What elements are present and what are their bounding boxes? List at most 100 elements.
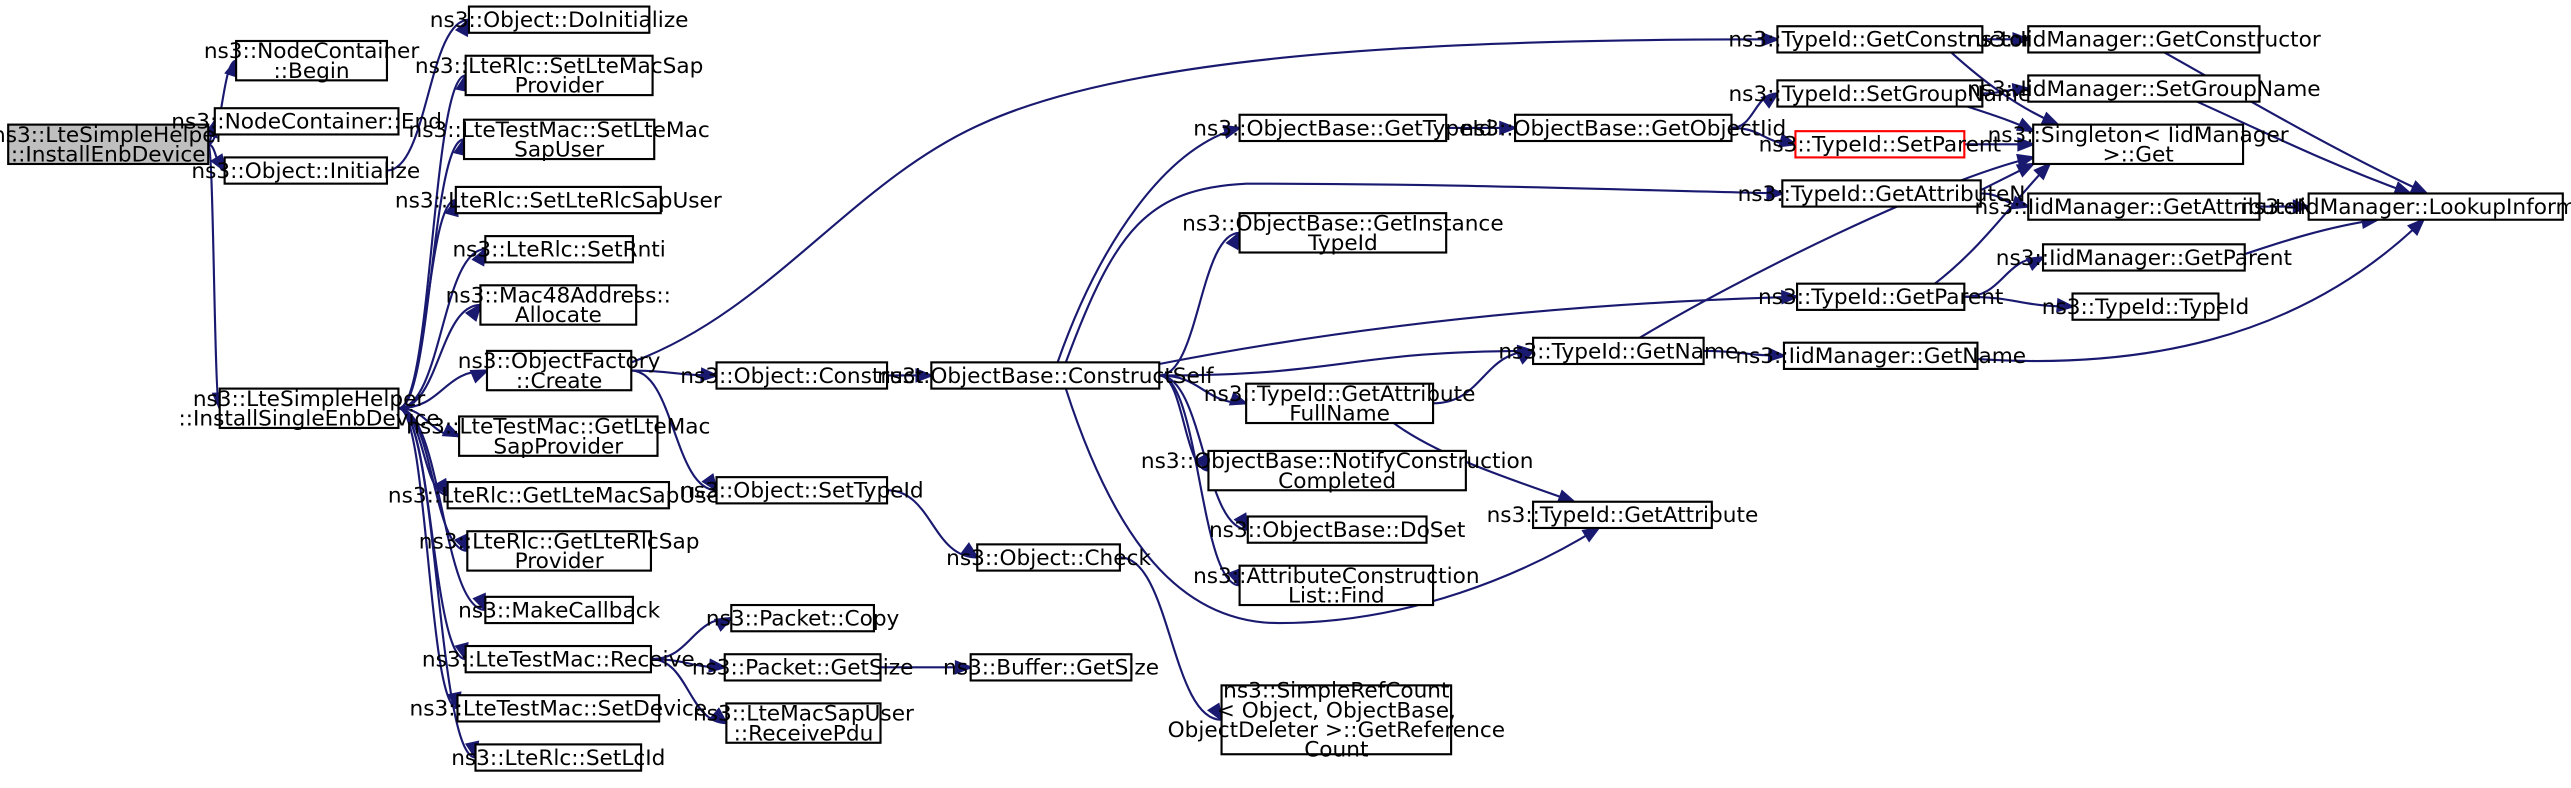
function-node[interactable]: ns3::LteRlc::SetLcId: [451, 743, 665, 772]
node-box: [464, 644, 653, 674]
node-box: [2027, 25, 2261, 54]
arrow-head: [2409, 180, 2430, 195]
node-label: ns3::LteTestMac::GetLteMac: [406, 415, 710, 440]
function-node[interactable]: ns3::IidManager::GetName: [1735, 341, 2026, 370]
function-node[interactable]: ns3::TypeId::GetAttribute: [1487, 500, 1759, 530]
node-box: [1776, 25, 1984, 54]
arrow-head: [1556, 489, 1577, 504]
function-node[interactable]: ns3::IidManager::GetAttributeN: [1975, 192, 2314, 221]
call-edge: [631, 369, 717, 492]
node-label: TypeId: [1307, 231, 1378, 256]
function-node[interactable]: ns3::ObjectBase::GetTypeId: [1193, 113, 1493, 143]
function-node[interactable]: ns3::Object::SetTypeId: [680, 476, 924, 505]
node-box: [1246, 515, 1428, 544]
function-node[interactable]: ns3::Buffer::GetSize: [943, 653, 1159, 682]
node-label: ns3::Packet::GetSize: [692, 656, 914, 681]
node-label: ns3::Object::SetTypeId: [680, 479, 924, 504]
function-node[interactable]: ns3::Packet::GetSize: [692, 653, 914, 682]
node-box: [2027, 74, 2261, 103]
arrow-head: [464, 302, 483, 322]
node-label: ns3::TypeId::TypeId: [2042, 295, 2249, 320]
function-node[interactable]: ns3::IidManager::SetGroupName: [1967, 74, 2321, 103]
node-label: ns3::Object::Initialize: [191, 159, 420, 184]
function-node[interactable]: ns3::TypeId::TypeId: [2042, 292, 2249, 321]
node-box: [715, 476, 889, 505]
function-node[interactable]: ns3::Object::Construct: [680, 361, 923, 390]
node-label: ns3::Object::Construct: [680, 364, 923, 389]
arrow-head: [2015, 162, 2036, 178]
node-label: ns3::ObjectBase::ConstructSelf: [877, 364, 1215, 389]
function-node[interactable]: ns3::Mac48Address::Allocate: [446, 284, 671, 329]
node-label: ns3::LteRlc::GetLteMacSapUser: [388, 484, 729, 509]
call-edge: [650, 658, 727, 725]
node-box: [2027, 192, 2261, 221]
node-label: ns3::LteMacSapUser: [693, 702, 914, 727]
call-edge: [1159, 349, 1534, 377]
function-node[interactable]: ns3::Object::Check: [946, 543, 1151, 572]
call-edges: [203, 17, 2430, 761]
node-box: [723, 653, 882, 682]
node-label: ns3::ObjectBase::DoSet: [1209, 518, 1465, 543]
node-box: [930, 361, 1161, 390]
node-label: ns3::LteRlc::SetLteMacSap: [415, 54, 703, 79]
call-edge: [1977, 218, 2425, 363]
function-node[interactable]: ns3::NodeContainer::Begin: [204, 39, 420, 84]
function-node[interactable]: ns3::ObjectBase::GetObjectIid: [1460, 113, 1786, 143]
function-node[interactable]: ns3::Packet::Copy: [706, 603, 900, 633]
function-node[interactable]: ns3::IidManager::LookupInformation: [2240, 192, 2571, 221]
arrow-head: [1581, 526, 1602, 543]
arrow-head: [954, 660, 974, 675]
node-label: ns3::TypeId::SetGroupName: [1728, 82, 2031, 107]
function-node[interactable]: ns3::LteRlc::SetLteRlcSapUser: [395, 185, 722, 215]
function-node[interactable]: ns3::LteMacSapUser::ReceivePdu: [693, 702, 914, 747]
node-label: ns3::SimpleRefCount: [1223, 679, 1449, 704]
node-label: ns3::IidManager::GetAttributeN: [1975, 195, 2314, 220]
node-label: ns3::TypeId::GetAttribute: [1487, 503, 1759, 528]
node-box: [1207, 449, 1467, 492]
function-node[interactable]: ns3::LteTestMac::Receive: [422, 644, 695, 674]
node-label: ns3::LteRlc::SetLcId: [451, 746, 665, 771]
function-node[interactable]: ns3::LteSimpleHelper::InstallSingleEnbDe…: [178, 387, 439, 432]
function-node[interactable]: ns3::TypeId::GetAttributeN: [1738, 179, 2026, 208]
arrow-head: [700, 367, 720, 382]
function-node[interactable]: ns3::LteTestMac::SetDevice: [410, 694, 708, 723]
function-node[interactable]: ns3::SimpleRefCount< Object, ObjectBase,…: [1168, 679, 1505, 763]
arrow-head: [2025, 256, 2046, 272]
function-node[interactable]: ns3::TypeId::SetGroupName: [1728, 79, 2031, 108]
function-node[interactable]: ns3::IidManager::GetParent: [1996, 243, 2292, 272]
call-edge: [1064, 182, 1783, 363]
function-node[interactable]: ns3::Object::DoInitialize: [430, 5, 689, 34]
function-node[interactable]: ns3::MakeCallback: [458, 595, 661, 625]
function-node[interactable]: ns3::Object::Initialize: [191, 156, 420, 185]
node-label: ns3::NodeContainer: [204, 39, 420, 64]
function-node[interactable]: ns3::TypeId::SetParent: [1759, 130, 2001, 159]
node-box: [1532, 336, 1705, 366]
call-edge: [1159, 374, 1248, 531]
call-edge: [2244, 218, 2378, 256]
function-node[interactable]: ns3::Singleton< IidManager >::Get: [1988, 123, 2289, 168]
function-node[interactable]: ns3::TypeId::GetParent: [1758, 282, 2003, 311]
function-node[interactable]: ns3::NodeContainer::End: [171, 107, 442, 136]
function-node[interactable]: ns3::ObjectBase::NotifyConstructionCompl…: [1141, 449, 1534, 494]
function-node[interactable]: ns3::ObjectBase::ConstructSelf: [877, 361, 1215, 390]
function-node[interactable]: ns3::LteRlc::GetLteMacSapUser: [388, 480, 729, 510]
function-node[interactable]: ns3::TypeId::GetName: [1498, 336, 1738, 366]
function-node[interactable]: ns3::LteRlc::SetRnti: [452, 235, 666, 264]
node-box: [1220, 684, 1453, 756]
node-label: SapUser: [514, 138, 604, 163]
node-box: [969, 653, 1133, 682]
function-node[interactable]: ns3::IidManager::GetConstructor: [1967, 25, 2321, 54]
function-node[interactable]: ns3::ObjectBase::DoSet: [1209, 515, 1465, 544]
function-node[interactable]: ns3::TypeId::GetConstructor: [1728, 25, 2032, 54]
function-node[interactable]: ns3::ObjectFactory::Create: [458, 349, 661, 394]
call-edge: [1159, 374, 1240, 587]
node-label: ns3::TypeId::GetParent: [1758, 285, 2003, 310]
call-edge: [1119, 556, 1222, 721]
